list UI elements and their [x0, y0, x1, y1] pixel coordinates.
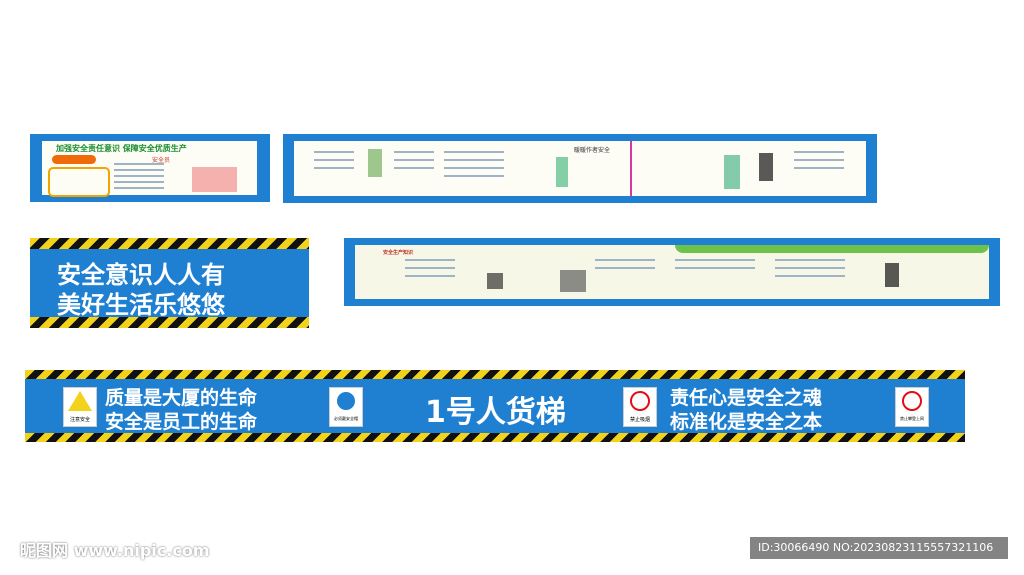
banner1-headline: 加强安全责任意识 保障安全优质生产: [56, 144, 187, 153]
banner1-illustration: [192, 167, 237, 192]
sign1-label: 注意安全: [69, 417, 90, 423]
helmet-icon: [337, 392, 355, 410]
watermark-id-box: [750, 537, 1008, 559]
banner2-section-title: 暖暖作者安全: [574, 147, 611, 154]
warning-sign: 注意安全: [63, 387, 97, 427]
sign3-label: 禁止吸烟: [629, 417, 650, 423]
banner5-right-line2: 标准化是安全之本: [670, 411, 823, 433]
watermark-id: ID:30066490 NO:20230823115557321106: [758, 541, 994, 554]
banner2-figure-1: [368, 149, 382, 177]
watermark-site: 昵图网 www.nipic.com: [20, 541, 210, 560]
banner1-cartoon-badge: [52, 155, 96, 164]
no-climb-icon: [902, 391, 922, 411]
banner2-figure-3: [724, 155, 740, 189]
safety-banner-5: 注意安全 质量是大厦的生命 安全是员工的生命 必须戴安全帽 1号人货梯 禁止吸烟…: [25, 370, 965, 442]
no-smoking-sign: 禁止吸烟: [623, 387, 657, 427]
banner3-line1: 安全意识人人有: [57, 261, 225, 289]
safety-banner-2: 暖暖作者安全: [283, 134, 877, 203]
banner2-divider: [630, 141, 632, 196]
no-smoking-icon: [630, 391, 650, 411]
banner2-figure-2: [556, 157, 568, 187]
banner4-image-1: [487, 273, 503, 289]
safety-banner-1: 加强安全责任意识 保障安全优质生产 安全员: [30, 134, 270, 202]
helmet-sign: 必须戴安全帽: [329, 387, 363, 427]
banner1-subtitle: 安全员: [152, 157, 171, 164]
banner5-title: 1号人货梯: [425, 395, 566, 430]
banner4-left-heading: 安全生产知识: [383, 250, 414, 256]
no-climb-sign: 禁止攀登上网: [895, 387, 929, 427]
banner4-green-wave: [675, 245, 989, 253]
banner5-left-line1: 质量是大厦的生命: [105, 387, 258, 409]
banner5-left-line2: 安全是员工的生命: [105, 411, 258, 433]
banner4-image-3: [885, 263, 899, 287]
sign2-label: 必须戴安全帽: [334, 416, 358, 421]
sign4-label: 禁止攀登上网: [900, 416, 924, 421]
warning-triangle-icon: [68, 391, 92, 411]
banner5-right-line1: 责任心是安全之魂: [670, 387, 823, 409]
banner1-scroll-frame: [48, 167, 110, 197]
safety-banner-3: 安全意识人人有 美好生活乐悠悠: [30, 238, 309, 328]
banner2-figure-4: [759, 153, 773, 181]
safety-banner-4: 安全生产知识: [344, 238, 1000, 306]
banner3-line2: 美好生活乐悠悠: [57, 291, 225, 319]
banner4-image-2: [560, 270, 586, 292]
